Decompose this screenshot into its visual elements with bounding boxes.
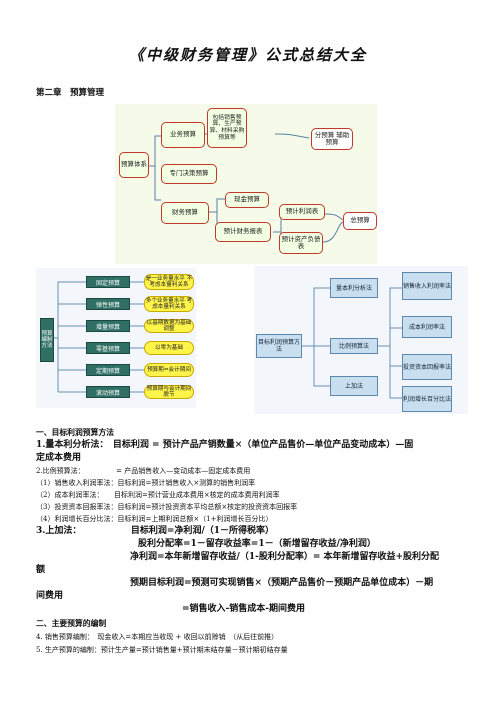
sales-budget-formula: 4. 销售预算编制： 现金收入=本期应当收现 + 收回以前赊销 （从后往前推） bbox=[36, 633, 279, 641]
ratio-method-node: 比例预算法 bbox=[330, 338, 378, 354]
cost-margin-node: 成本利润率法 bbox=[402, 316, 452, 338]
budget-methods-diagram: 预算编制方法 固定预算 弹性预算 增量预算 零基预算 定期预算 滚动预算 是一业… bbox=[36, 268, 196, 408]
projected-statements-node: 预计财务报表 bbox=[215, 222, 271, 242]
note-incremental: 以基期数据为基础调整 bbox=[144, 319, 194, 333]
net-profit-formula-cont: 额 bbox=[36, 565, 46, 575]
dividend-payout-formula: 股利分配率=1－留存收益率=1－（新增留存收益/净利润） bbox=[138, 539, 376, 549]
additive-method-node: 上加法 bbox=[330, 376, 378, 396]
budget-methods-root: 预算编制方法 bbox=[40, 318, 54, 362]
ratio-formula: 2.比例预算法： = 产品销售收入—变动成本—固定成本费用 bbox=[36, 467, 251, 475]
financial-budget-node: 财务预算 bbox=[161, 202, 209, 224]
profit-growth-node: 利润增长百分比法 bbox=[402, 386, 452, 412]
section-heading-2: 二、主要预算的编制 bbox=[36, 619, 107, 628]
projected-balance-node: 预计资产负债表 bbox=[279, 232, 323, 254]
business-budget-node: 业务预算 bbox=[161, 122, 205, 148]
production-budget-formula: 5. 生产预算的编制：预计生产量=预计销售量+预计期末结存量－预计期初结存量 bbox=[36, 646, 288, 654]
roic-formula: （3）投资资本回报率法：目标利润=预计投资资本平均总额×核定的投资资本回报率 bbox=[36, 503, 298, 511]
budget-system-node: 预算体系 bbox=[119, 152, 149, 178]
sub-budget-node: 分预算 辅助预算 bbox=[311, 128, 353, 150]
method-zero-based: 零基预算 bbox=[86, 342, 130, 354]
total-budget-node: 总预算 bbox=[343, 212, 377, 230]
profit-growth-formula: （4）利润增长百分比法：目标利润=上期利润总额×（1+利润增长百分比） bbox=[36, 515, 273, 523]
expected-profit-formula: 预期目标利润=预测可实现销售×（预期产品售价－预期产品单位成本）－期 bbox=[130, 578, 434, 588]
note-fixed: 是一业务量水平 不考虑本量利关系 bbox=[144, 274, 194, 290]
note-flexible: 多个业务量水平 考虑本量利关系 bbox=[144, 296, 194, 312]
method-flexible: 弹性预算 bbox=[86, 298, 130, 310]
note-rolling: 预算期与会计期间脱节 bbox=[144, 385, 194, 399]
budget-system-diagram: 预算体系 业务预算 包括销售预算、生产预算、材料采购预算等 专门决策预算 财务预… bbox=[115, 104, 377, 264]
sales-minus-costs-formula: =销售收入-销售成本-期间费用 bbox=[182, 604, 306, 614]
section-heading-1: 一、目标利润预算方法 bbox=[36, 428, 114, 437]
cvp-formula: 1.量本利分析法： 目标利润 = 预计产品产销数量×（单位产品售价—单位产品变动… bbox=[36, 440, 414, 450]
cost-margin-formula: （2）成本利润率法： 目标利润=预计营业成本费用×核定的成本费用利润率 bbox=[36, 491, 280, 499]
special-budget-node: 专门决策预算 bbox=[161, 164, 217, 184]
projected-income-node: 预计利润表 bbox=[279, 204, 325, 220]
business-detail-node: 包括销售预算、生产预算、材料采购预算等 bbox=[207, 108, 247, 148]
cash-budget-node: 现金预算 bbox=[225, 192, 269, 208]
target-profit-diagram: 目标利润预算方法 量本利分析法 比例预算法 上加法 销售收入利润率法 成本利润率… bbox=[254, 266, 468, 414]
note-zero-based: 以零为基础 bbox=[144, 341, 194, 355]
expected-profit-formula-cont: 间费用 bbox=[36, 591, 64, 601]
cvp-method-node: 量本利分析法 bbox=[330, 278, 378, 298]
diagram2-connectors bbox=[52, 281, 144, 393]
additive-formula: 3.上加法： 目标利润=净利润/（1－所得税率） bbox=[36, 526, 274, 536]
diagram3-connectors bbox=[302, 287, 402, 399]
target-profit-root: 目标利润预算方法 bbox=[256, 334, 302, 358]
roic-node: 投资资本回报率法 bbox=[402, 354, 452, 380]
document-title: 《中级财务管理》公式总结大全 bbox=[128, 46, 367, 64]
cvp-formula-cont: 定成本费用 bbox=[36, 453, 82, 463]
method-incremental: 增量预算 bbox=[86, 320, 130, 332]
method-periodic: 定期预算 bbox=[86, 364, 130, 376]
method-fixed: 固定预算 bbox=[86, 276, 130, 288]
method-rolling: 滚动预算 bbox=[86, 386, 130, 398]
net-profit-formula: 净利润=本年新增留存收益/（1-股利分配率）= 本年新增留存收益+股利分配 bbox=[130, 552, 440, 562]
sales-margin-formula: （1）销售收入利润率法：目标利润=预计销售收入×测算的销售利润率 bbox=[36, 479, 256, 487]
note-periodic: 预算期=会计期间 bbox=[144, 363, 194, 377]
chapter-heading: 第二章 预算管理 bbox=[36, 88, 105, 98]
sales-margin-node: 销售收入利润率法 bbox=[402, 272, 452, 300]
